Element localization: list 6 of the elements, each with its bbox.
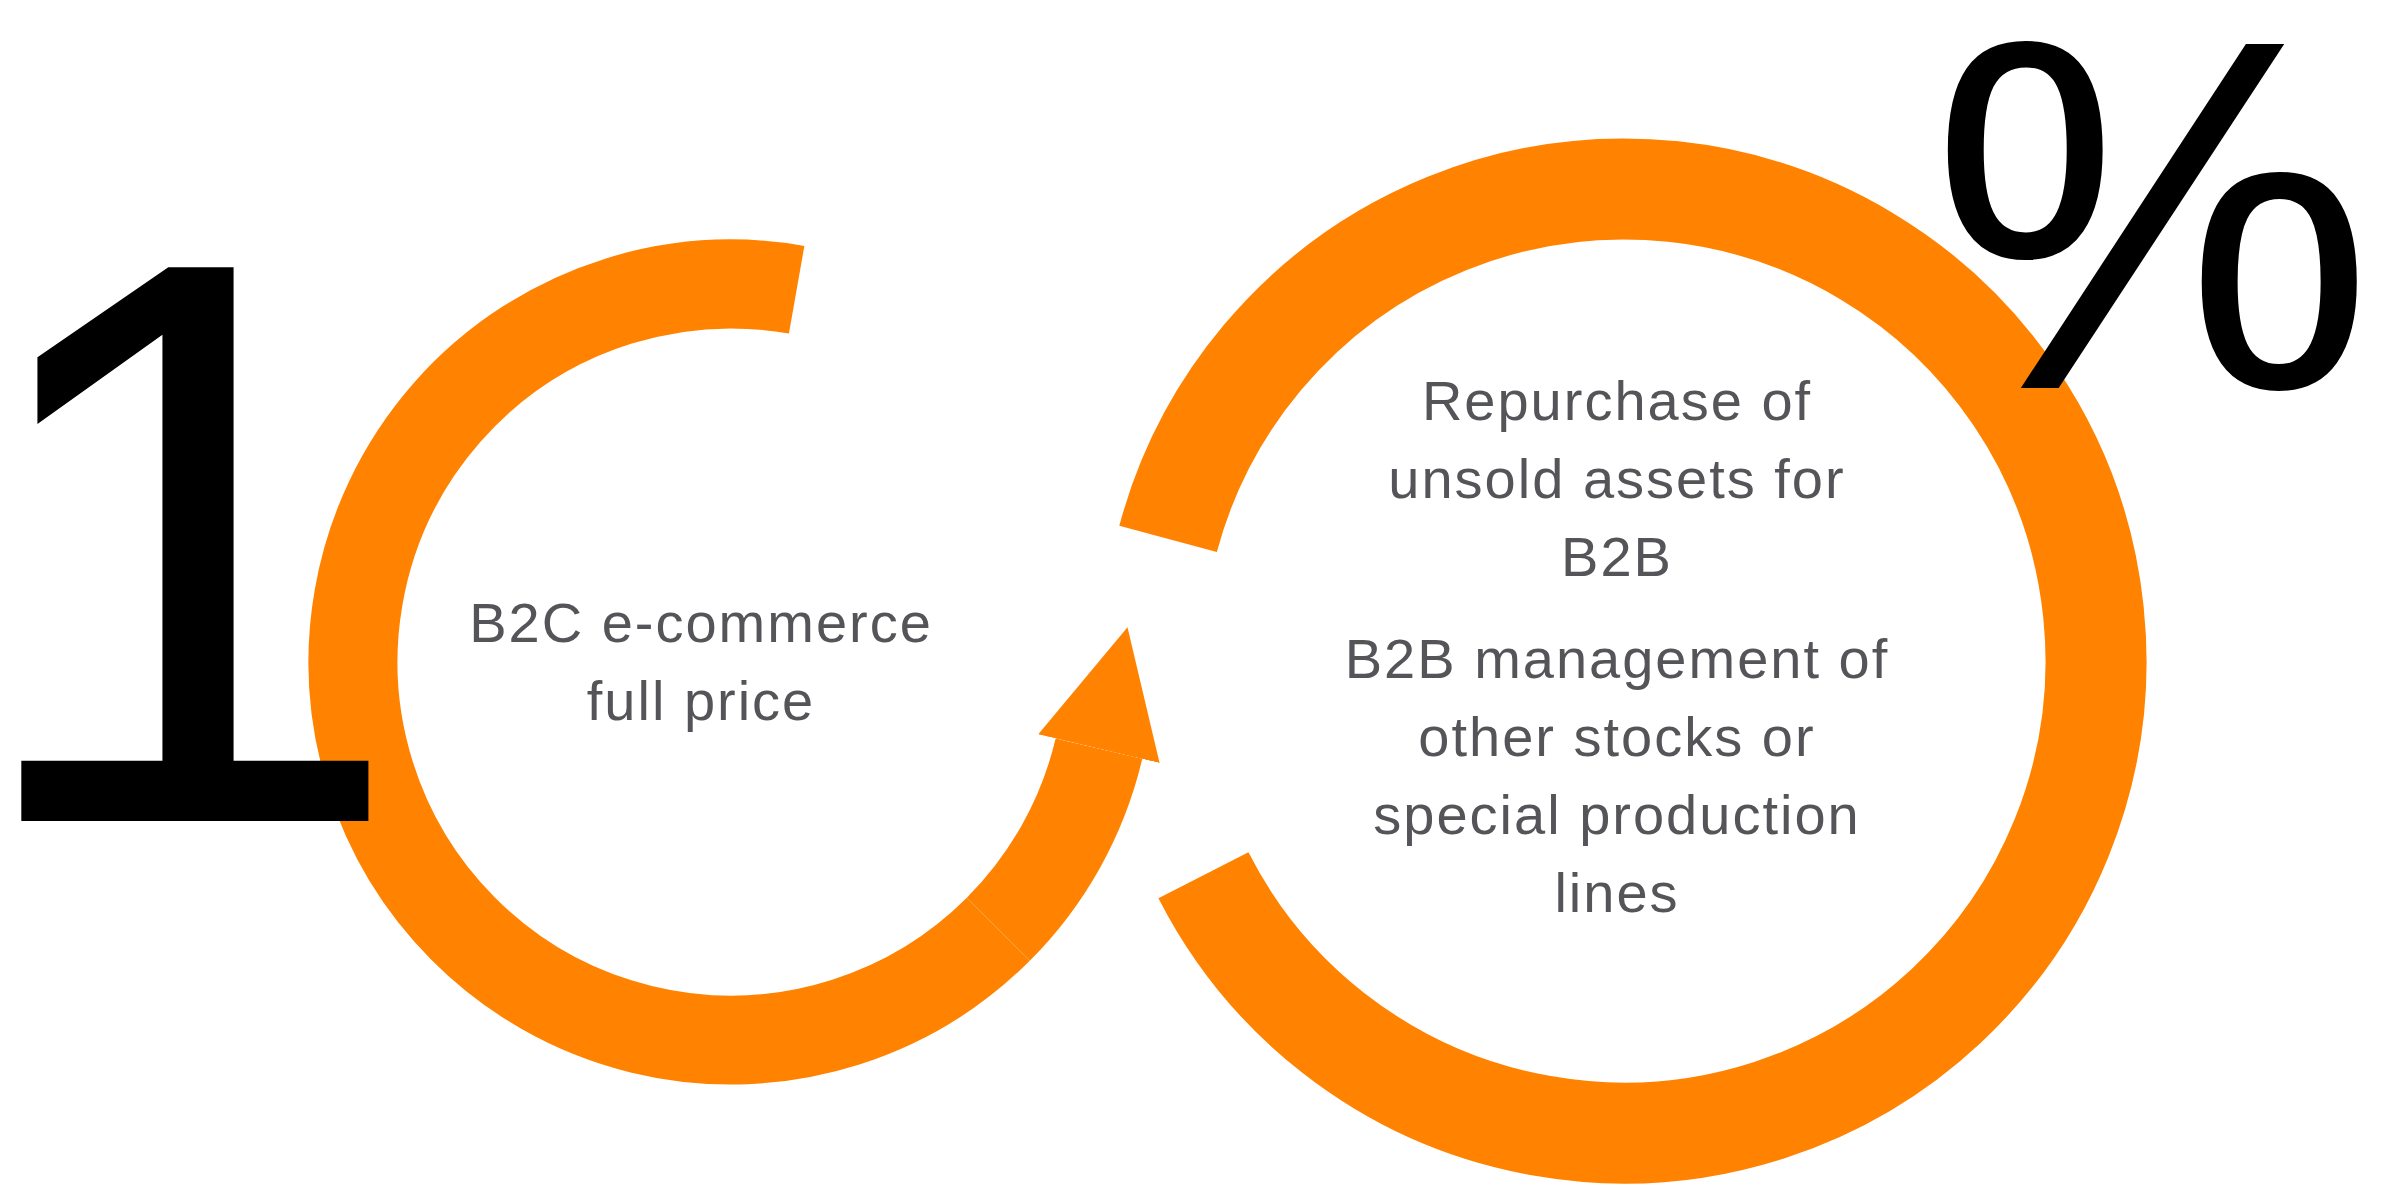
node-text: B2C e-commerce full price [468,590,934,734]
node-text: B2B management of other stocks or special production lines [1343,626,1891,926]
arrow [965,629,1159,959]
large-numeral: % [1930,0,2375,465]
node-text: Repurchase of unsold assets for B2B [1387,368,1847,590]
large-numeral: 1 [0,140,408,945]
